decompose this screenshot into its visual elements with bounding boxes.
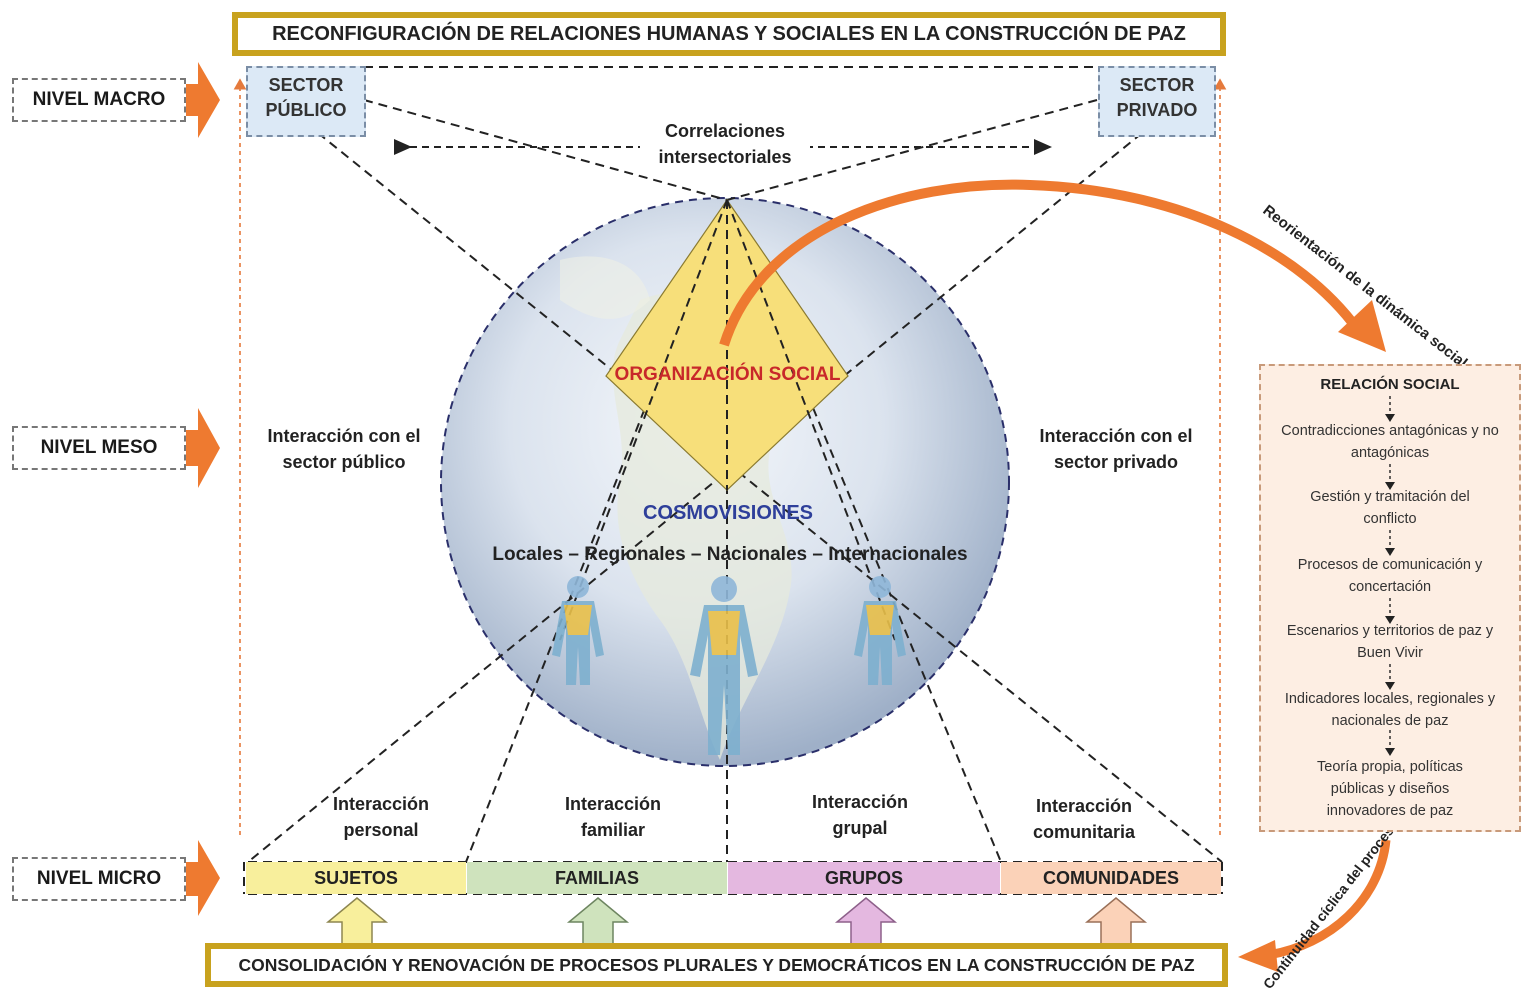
relacion-item: Escenarios y territorios de paz y Buen V…	[1286, 623, 1494, 661]
level-macro-label: NIVEL MACRO	[32, 89, 166, 110]
interaction-familiar: Interacción familiar	[550, 791, 676, 843]
sector-public-box: SECTOR PÚBLICO	[246, 66, 366, 137]
arrow-meso	[180, 408, 220, 488]
relacion-item: Gestión y tramitación del conflicto	[1310, 489, 1470, 527]
scales-label: Locales – Regionales – Nacionales – Inte…	[460, 542, 1000, 568]
group-bar-sujetos: SUJETOS	[246, 862, 466, 894]
group-bar-comunidades: COMUNIDADES	[1001, 862, 1221, 894]
level-arrows	[180, 62, 220, 916]
scales-text: Locales – Regionales – Nacionales – Inte…	[492, 544, 968, 565]
bottom-banner-text: CONSOLIDACIÓN Y RENOVACIÓN DE PROCESOS P…	[238, 954, 1195, 975]
interaction-personal-text: Interacción personal	[332, 794, 430, 840]
level-meso: NIVEL MESO	[12, 426, 186, 470]
group-grupos-label: GRUPOS	[824, 867, 903, 888]
sector-private-label: SECTOR PRIVADO	[1116, 75, 1198, 120]
interaction-public-text: Interacción con el sector público	[267, 426, 421, 472]
organizacion-label: ORGANIZACIÓN SOCIAL	[600, 362, 855, 388]
interaction-private-text: Interacción con el sector privado	[1039, 426, 1193, 472]
group-sujetos-label: SUJETOS	[314, 867, 398, 888]
group-bar-grupos: GRUPOS	[728, 862, 1000, 894]
relacion-item: Teoría propia, políticas públicas y dise…	[1317, 759, 1463, 819]
group-comunidades-label: COMUNIDADES	[1042, 867, 1179, 888]
person-figure-left	[552, 576, 604, 685]
interaction-familiar-text: Interacción familiar	[564, 794, 662, 840]
bottom-banner: CONSOLIDACIÓN Y RENOVACIÓN DE PROCESOS P…	[205, 943, 1228, 987]
organizacion-text: ORGANIZACIÓN SOCIAL	[614, 364, 841, 385]
top-banner: RECONFIGURACIÓN DE RELACIONES HUMANAS Y …	[232, 12, 1226, 56]
continuidad-label: Continuidad cíclica del proceso	[1260, 816, 1402, 992]
reorientacion-label: Reorientación de la dinámica social	[1260, 202, 1471, 372]
reorientacion-arrow	[719, 179, 1363, 347]
correlaciones-text: Correlaciones intersectoriales	[658, 121, 792, 167]
sector-public-label: SECTOR PÚBLICO	[265, 75, 347, 120]
relacion-item: Procesos de comunicación y concertación	[1297, 557, 1483, 595]
person-figure-center	[690, 576, 758, 755]
cosmovisiones-label: COSMOVISIONES	[600, 500, 856, 526]
up-arrow-familias	[566, 897, 630, 947]
cosmovisiones-text: COSMOVISIONES	[642, 502, 814, 524]
up-arrows	[325, 897, 1148, 947]
interaction-public-label: Interacción con el sector público	[262, 423, 426, 475]
relacion-item: Indicadores locales, regionales y nacion…	[1284, 691, 1496, 729]
level-macro: NIVEL MACRO	[12, 78, 186, 122]
continuidad-arrow	[1267, 839, 1391, 960]
interaction-grupal-text: Interacción grupal	[811, 792, 909, 838]
relacion-title: RELACIÓN SOCIAL	[1320, 376, 1460, 393]
interaction-private-label: Interacción con el sector privado	[1028, 423, 1204, 475]
level-meso-label: NIVEL MESO	[40, 437, 158, 458]
arrow-macro	[180, 62, 220, 138]
person-figure-right	[854, 576, 906, 685]
correlaciones-label: Correlaciones intersectoriales	[640, 118, 810, 170]
up-arrow-sujetos	[325, 897, 389, 947]
relacion-item: Contradicciones antagónicas y no antagón…	[1281, 423, 1499, 461]
up-arrow-comunidades	[1084, 897, 1148, 947]
interaction-comunitaria-text: Interacción comunitaria	[1032, 796, 1136, 842]
people-figures	[552, 576, 906, 755]
level-micro: NIVEL MICRO	[12, 857, 186, 901]
interaction-personal: Interacción personal	[318, 791, 444, 843]
relacion-connectors	[1385, 396, 1395, 756]
level-micro-label: NIVEL MICRO	[36, 868, 162, 889]
group-bar-familias: FAMILIAS	[467, 862, 727, 894]
arrow-micro	[180, 840, 220, 916]
up-arrow-grupos	[834, 897, 898, 947]
relacion-social-panel: RELACIÓN SOCIAL Contradicciones antagóni…	[1259, 364, 1521, 832]
interaction-comunitaria: Interacción comunitaria	[1012, 793, 1156, 845]
sector-private-box: SECTOR PRIVADO	[1098, 66, 1216, 137]
top-banner-text: RECONFIGURACIÓN DE RELACIONES HUMANAS Y …	[272, 22, 1186, 45]
group-familias-label: FAMILIAS	[555, 867, 639, 888]
interaction-grupal: Interacción grupal	[797, 789, 923, 841]
